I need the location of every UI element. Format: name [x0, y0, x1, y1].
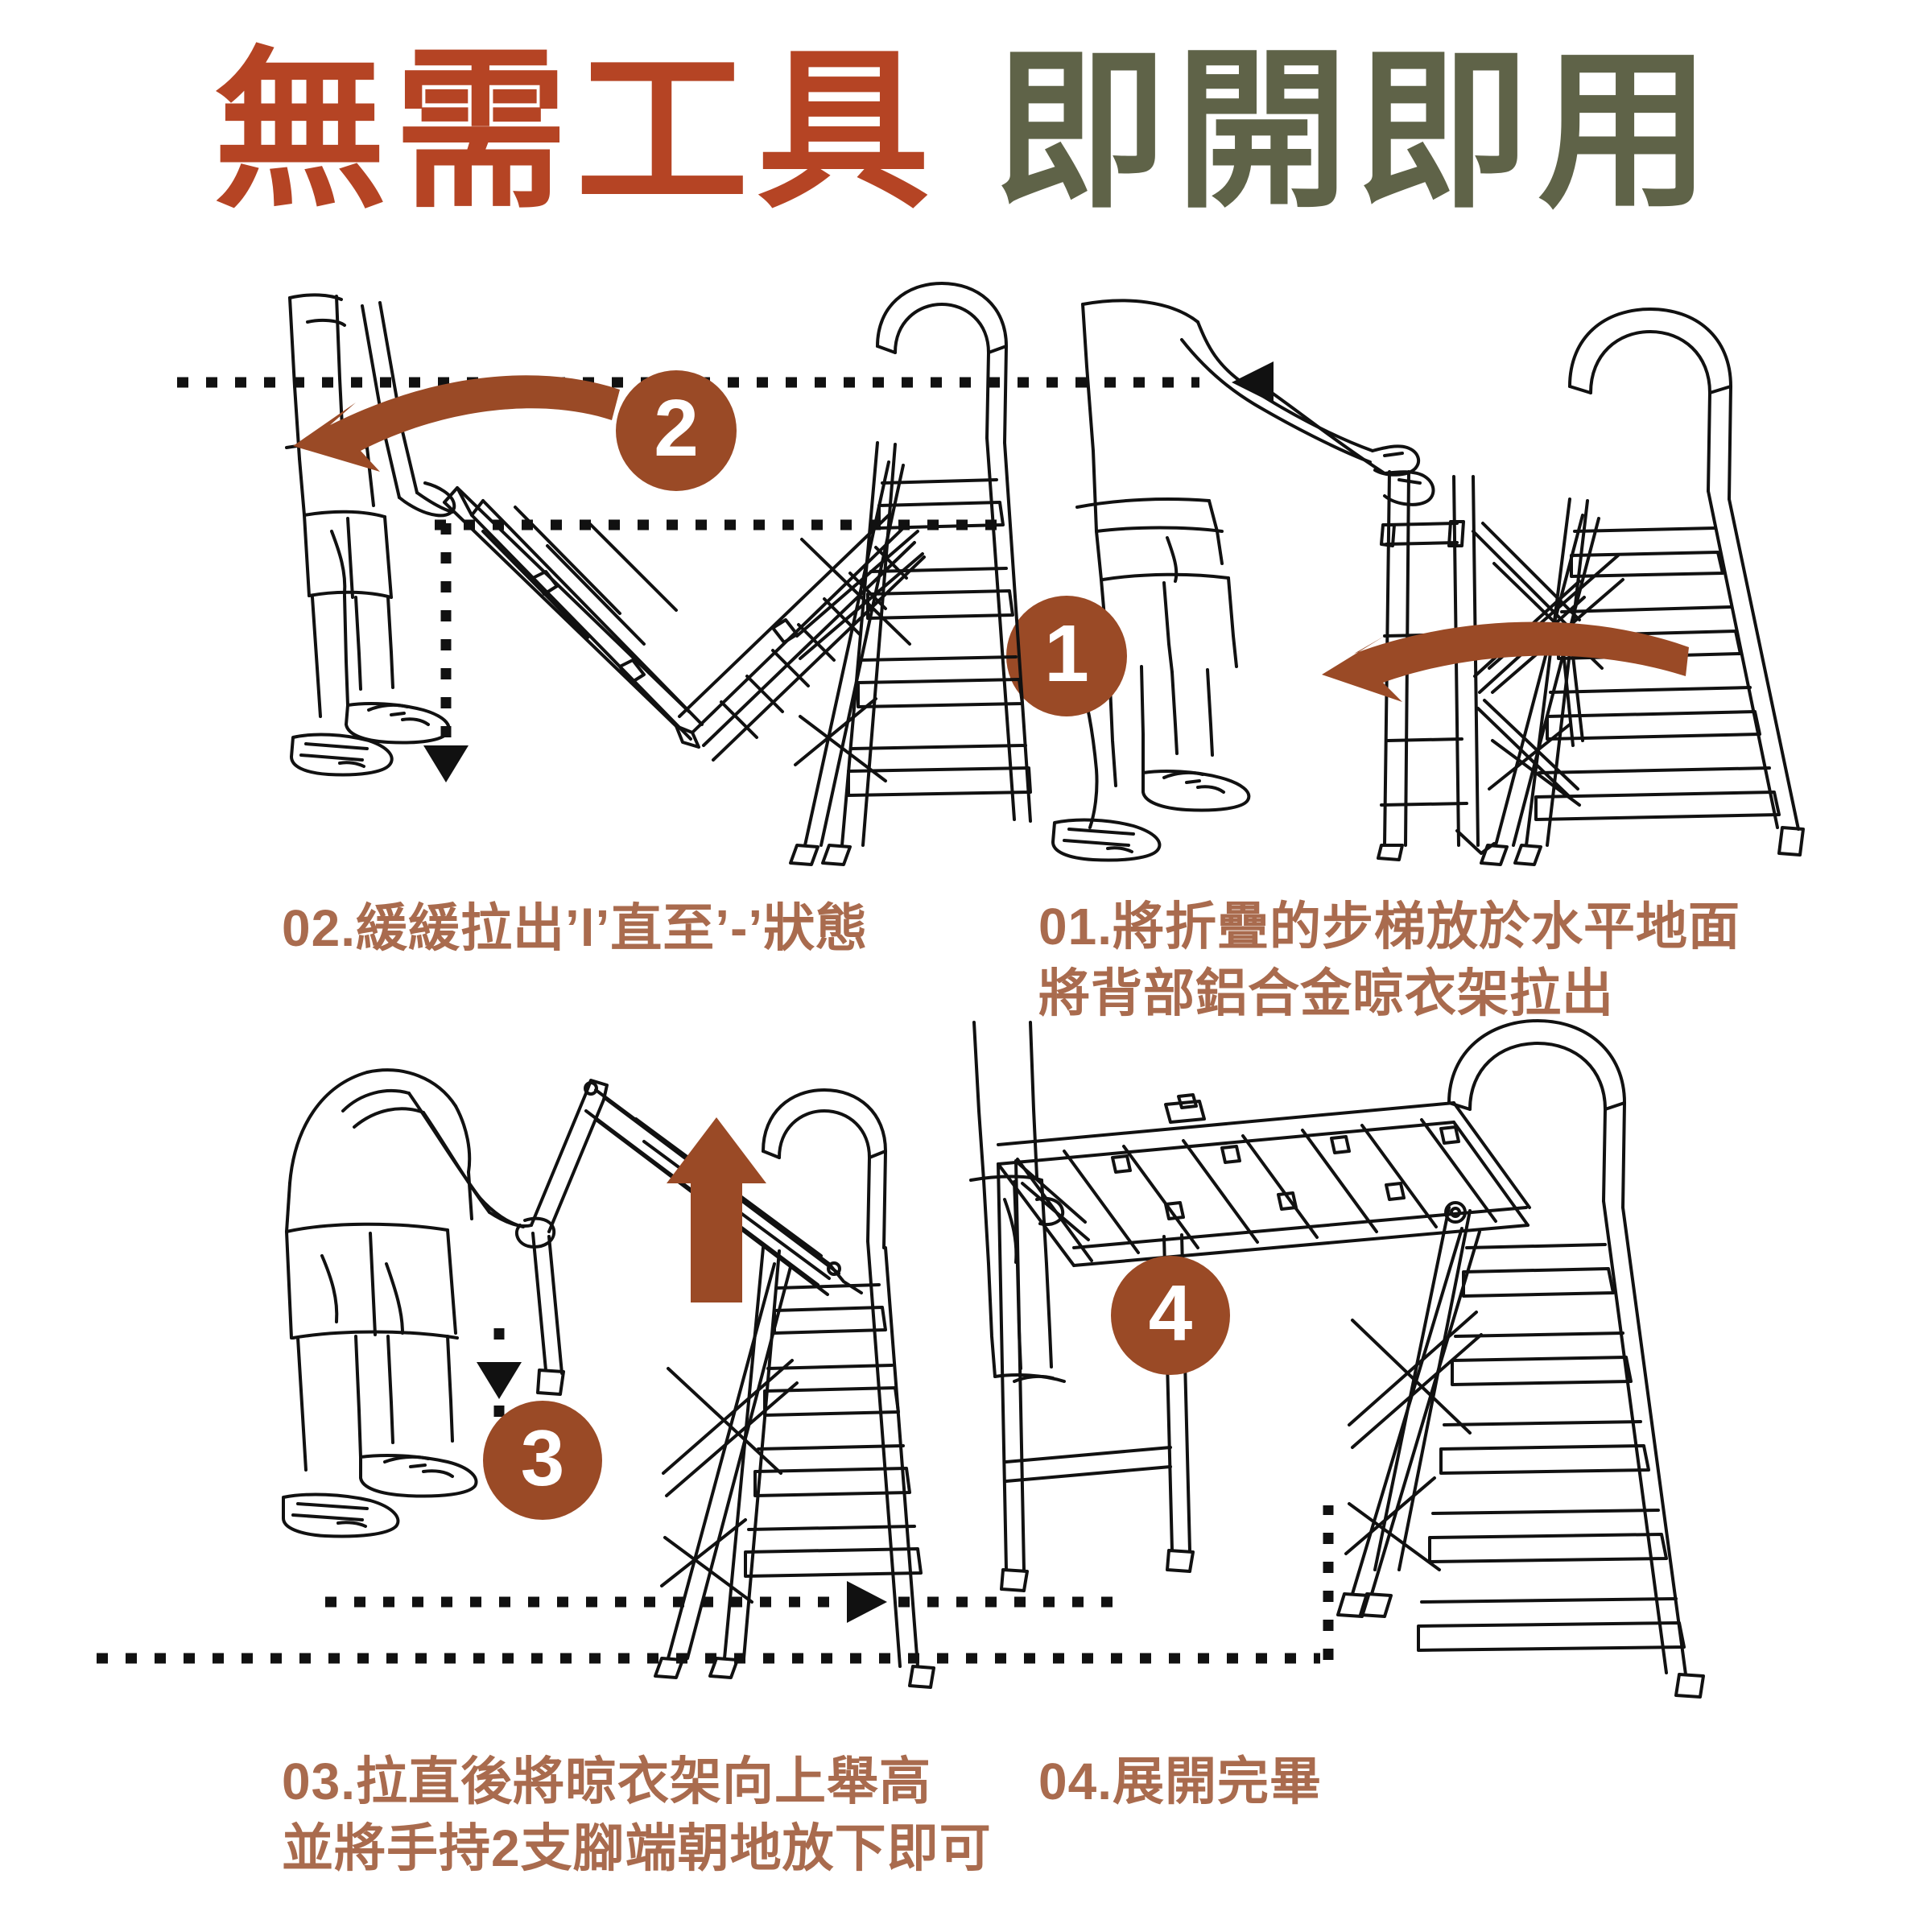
step-1-guide-line [177, 361, 1274, 403]
step-3-illustration [266, 1021, 1071, 1699]
step-caption-4: 04.展開完畢 [1038, 1748, 1322, 1815]
step-panel-2 [242, 282, 1032, 869]
step-3-guide-line-horizontal [325, 1581, 1119, 1623]
step-panel-4 [97, 1006, 1868, 1715]
step-panel-3 [266, 1021, 1119, 1699]
step-caption-2-line-1: 02.緩緩拉出’l’直至’-’狀態 [282, 899, 869, 957]
step-caption-1: 01.將折疊的步梯放於水平地面 將背部鋁合金晾衣架拉出 [1038, 894, 1740, 1027]
step-badge-1: 1 [1006, 596, 1127, 716]
step-3-guide-line-vertical [477, 1328, 522, 1489]
step-caption-4-line-1: 04.展開完畢 [1038, 1752, 1322, 1810]
step-2-arrow [293, 375, 620, 472]
step-1-arrow [1322, 621, 1689, 702]
step-2-guide-line-horizontal [435, 519, 998, 530]
step-badge-4: 4 [1111, 1256, 1230, 1375]
step-badge-3: 3 [483, 1401, 602, 1520]
step-4-illustration [97, 1006, 1868, 1715]
step-caption-3: 03.拉直後將晾衣架向上舉高 並將手持2支腳端朝地放下即可 [282, 1748, 992, 1882]
step-badge-2: 2 [616, 370, 737, 491]
title-part-green: 即開即用 [994, 34, 1719, 228]
step-1-illustration [1006, 290, 1876, 869]
step-caption-3-line-2: 並將手持2支腳端朝地放下即可 [282, 1819, 992, 1878]
step-2-illustration [242, 282, 1032, 869]
step-caption-1-line-1: 01.將折疊的步梯放於水平地面 [1038, 898, 1740, 956]
step-panel-1 [177, 290, 1876, 869]
step-3-arrow [667, 1117, 766, 1302]
title-part-orange: 無需工具 [213, 34, 938, 228]
step-2-guide-line-vertical [423, 523, 469, 782]
step-caption-2: 02.緩緩拉出’l’直至’-’狀態 [282, 895, 868, 962]
step-caption-1-line-2: 將背部鋁合金晾衣架拉出 [1038, 964, 1614, 1023]
step-caption-3-line-1: 03.拉直後將晾衣架向上舉高 [282, 1752, 931, 1810]
page-title: 無需工具即開即用 [0, 44, 1932, 217]
